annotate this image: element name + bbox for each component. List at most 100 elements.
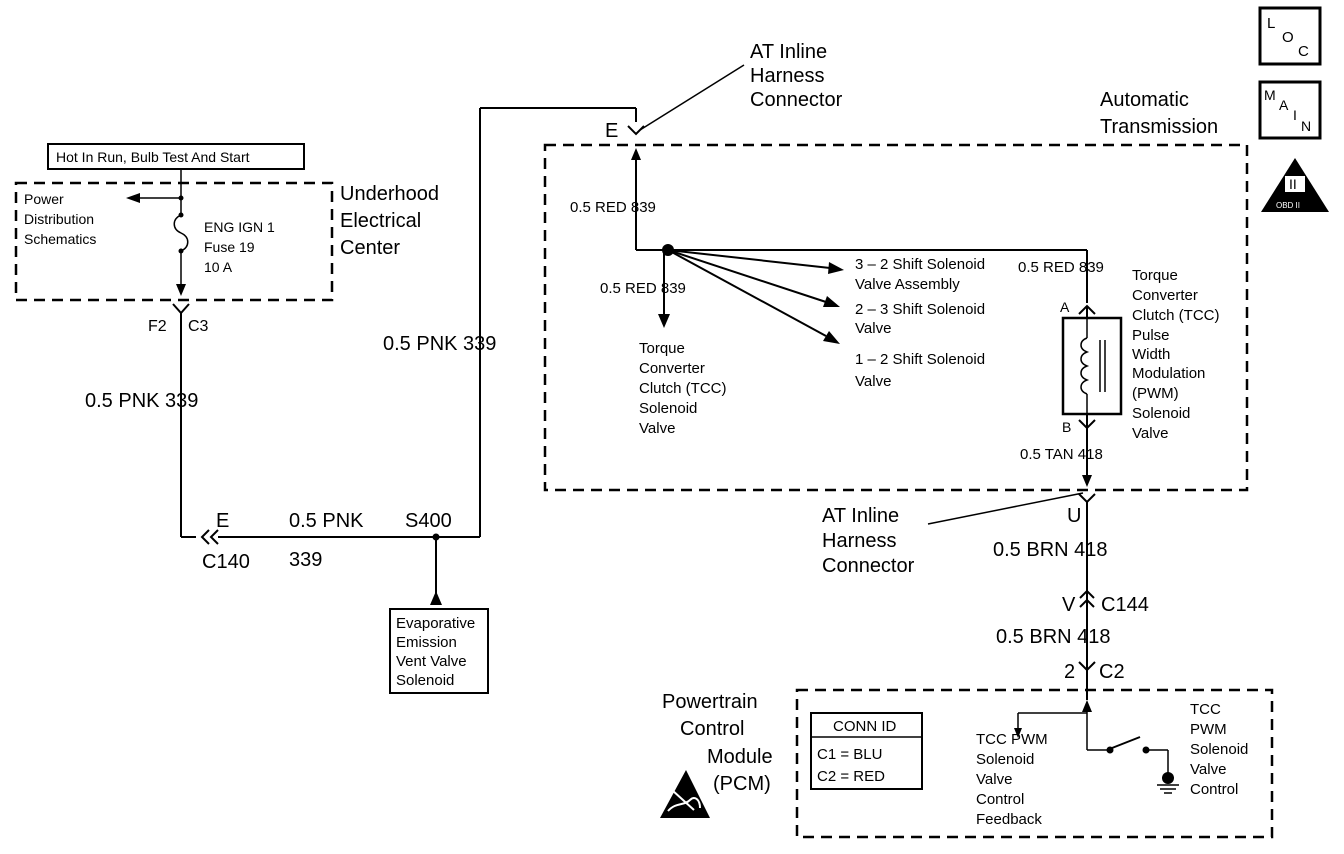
connector-top-line-3: Connector <box>750 89 843 111</box>
control-line-2: PWM <box>1190 721 1227 738</box>
pwm-coil-icon <box>1080 337 1090 395</box>
shift23-line-2: Valve <box>855 320 891 337</box>
main-icon[interactable] <box>1258 80 1322 140</box>
pcm: Powertrain Control Module (PCM) CONN ID … <box>660 688 1274 839</box>
loc-icon[interactable] <box>1258 6 1322 66</box>
pwm-valve-line-5: Width <box>1132 346 1170 363</box>
evap-line-2: Emission <box>396 634 457 651</box>
obd-ii-button[interactable]: II OBD II <box>1261 158 1329 212</box>
switch-contact-right <box>1142 746 1150 754</box>
center-line-1: Underhood <box>340 183 439 205</box>
underhood-electrical-center: Hot In Run, Bulb Test And Start Power Di… <box>14 143 439 302</box>
pcm-outline <box>795 688 1274 839</box>
feedback-line-2: Solenoid <box>976 751 1034 768</box>
center-line-2: Electrical <box>340 210 421 232</box>
red839-mid-label: 0.5 RED 839 <box>600 280 686 297</box>
shift32-arrow-icon <box>828 262 844 274</box>
pwm-valve-line-4: Pulse <box>1132 327 1170 344</box>
main-letter-n: N <box>1301 118 1311 134</box>
brn418-a-label: 0.5 BRN 418 <box>993 539 1108 561</box>
red839-in-arrow-icon <box>631 148 641 160</box>
fuse-line-3: 10 A <box>204 259 233 275</box>
connector-u-icon <box>1078 493 1096 504</box>
pwm-valve-line-6: Modulation <box>1132 365 1205 382</box>
hot-in-run-box <box>47 143 305 170</box>
tcc-valve-line-1: Torque <box>639 340 685 357</box>
c2-name: C2 <box>1099 661 1125 683</box>
c140-connector-icon <box>200 529 219 545</box>
shift12-arrow-icon <box>823 331 840 344</box>
loc-letter-c: C <box>1298 43 1309 60</box>
obd-ii-numeral: II <box>1289 176 1297 192</box>
brn418-b-label: 0.5 BRN 418 <box>996 626 1111 648</box>
pwm-valve-line-7: (PWM) <box>1132 385 1179 402</box>
connector-bottom-leader <box>927 492 1084 525</box>
c2-pin: 2 <box>1064 661 1075 683</box>
transmission-line-2: Transmission <box>1100 116 1218 138</box>
connector-bottom-line-2: Harness <box>822 530 896 552</box>
tcc-valve-line-2: Converter <box>639 360 705 377</box>
pwm-valve-line-3: Clutch (TCC) <box>1132 307 1220 324</box>
tcc-valve-line-4: Solenoid <box>639 400 697 417</box>
pin-c3: C3 <box>188 318 209 335</box>
tan418-label: 0.5 TAN 418 <box>1020 446 1103 463</box>
pcm-line-2: Control <box>680 718 744 740</box>
wire-339-circuit-label: 339 <box>289 549 322 571</box>
shift12-line-2: Valve <box>855 373 891 390</box>
pin-b-connector-icon <box>1078 419 1096 430</box>
c144-connector-icon <box>1079 589 1095 608</box>
feedback-line-5: Feedback <box>976 811 1042 828</box>
main-button[interactable]: M A I N <box>1258 80 1322 140</box>
splice-s400-label: S400 <box>405 510 452 532</box>
pin-a-label: A <box>1060 299 1070 315</box>
power-dist-line-3: Schematics <box>24 231 96 247</box>
fuse-top-dot <box>178 212 184 218</box>
center-line-3: Center <box>340 237 400 259</box>
switch-blade <box>1111 736 1141 749</box>
at-inline-connector-top: E AT Inline Harness Connector <box>605 41 843 142</box>
pin-f2: F2 <box>148 318 167 335</box>
pcm-line-4: (PCM) <box>713 773 771 795</box>
pin-b-label: B <box>1062 419 1071 435</box>
shift23-line-1: 2 – 3 Shift Solenoid <box>855 301 985 318</box>
pwm-valve-line-8: Solenoid <box>1132 405 1190 422</box>
control-line-4: Valve <box>1190 761 1226 778</box>
connector-c3: F2 C3 <box>148 303 209 335</box>
esd-warning-icon <box>660 770 710 818</box>
pcm-input-arrow-icon <box>1082 700 1092 712</box>
power-dist-line-1: Power <box>24 191 64 207</box>
transmission-line-1: Automatic <box>1100 89 1189 111</box>
at-inline-connector-bottom: U AT Inline Harness Connector 0.5 BRN 41… <box>822 492 1149 700</box>
wire-339-left-label: 0.5 PNK 339 <box>85 390 198 412</box>
automatic-transmission: Automatic Transmission 0.5 RED 839 0.5 R… <box>543 89 1249 492</box>
ground-dot <box>1162 772 1174 784</box>
main-letter-a: A <box>1279 97 1289 113</box>
c144-name: C144 <box>1101 594 1149 616</box>
pcm-line-1: Powertrain <box>662 691 758 713</box>
connector-u-pin: U <box>1067 505 1081 527</box>
red839-top-label: 0.5 RED 839 <box>570 199 656 216</box>
main-letter-m: M <box>1264 87 1276 103</box>
pcm-line-3: Module <box>707 746 773 768</box>
fuse-line-2: Fuse 19 <box>204 239 255 255</box>
connector-bottom-line-3: Connector <box>822 555 915 577</box>
connector-top-line-1: AT Inline <box>750 41 827 63</box>
fuse-icon <box>173 214 189 252</box>
evap-vent-valve: Evaporative Emission Vent Valve Solenoid <box>389 608 489 694</box>
fuse-out-arrow-icon <box>176 284 186 296</box>
c140-pin-label: E <box>216 510 229 532</box>
hot-in-run-label: Hot In Run, Bulb Test And Start <box>56 149 250 165</box>
conn-id-box <box>810 712 923 790</box>
feedback-line-3: Valve <box>976 771 1012 788</box>
c2-connector-icon <box>1078 661 1096 672</box>
control-line-3: Solenoid <box>1190 741 1248 758</box>
tcc-valve-line-5: Valve <box>639 420 675 437</box>
ground-icon <box>1157 784 1179 794</box>
loc-button[interactable]: L O C <box>1258 6 1322 66</box>
wire-339: 0.5 PNK 339 0.5 PNK 339 0.5 PNK 339 S400… <box>85 107 637 605</box>
control-line-1: TCC <box>1190 701 1221 718</box>
transmission-outline <box>543 143 1249 492</box>
c140-label: C140 <box>202 551 250 573</box>
evap-box <box>389 608 489 694</box>
